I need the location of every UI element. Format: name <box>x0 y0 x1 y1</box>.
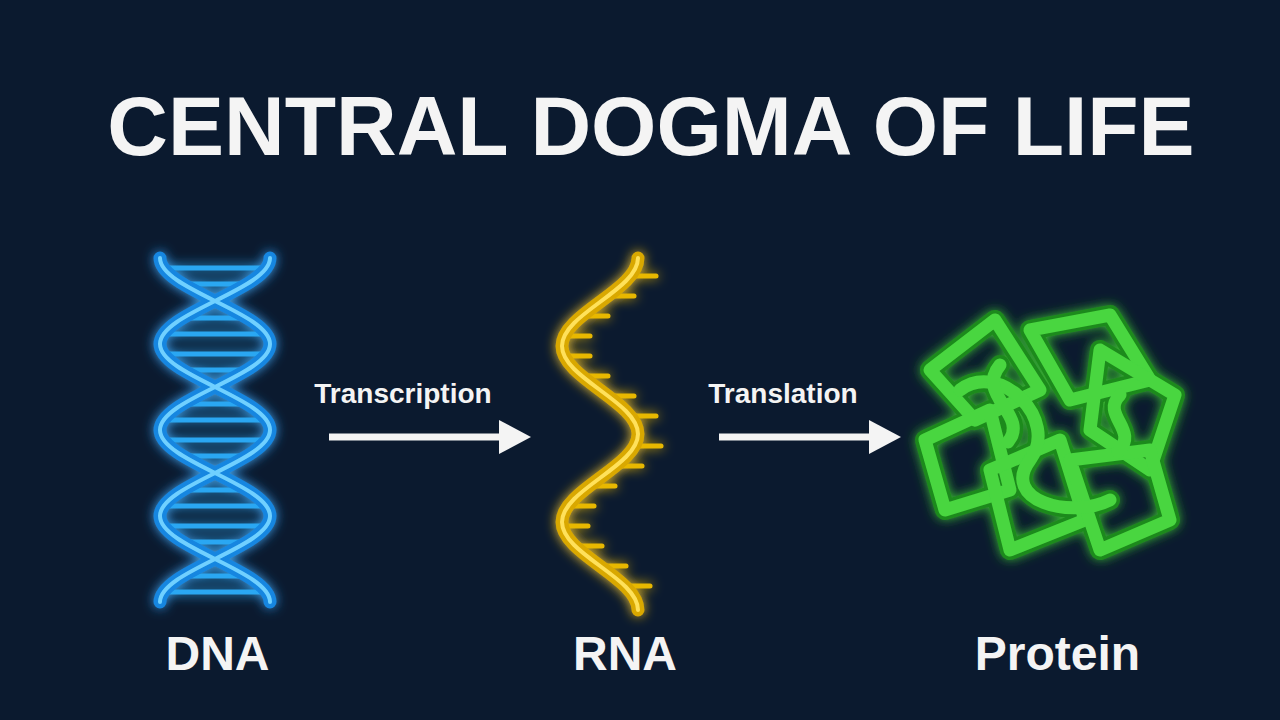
molecule-label: RNA <box>573 626 677 681</box>
dna-helix <box>160 258 270 602</box>
molecule-label: Protein <box>975 626 1140 681</box>
rna-strand <box>562 258 661 610</box>
process-label: Transcription <box>314 378 491 410</box>
process-label: Translation <box>708 378 857 410</box>
molecule-node: Protein <box>905 245 1210 690</box>
protein-fold <box>925 315 1175 550</box>
molecule-label: DNA <box>166 626 270 681</box>
molecule-node: RNA <box>535 245 715 690</box>
molecule-node: DNA <box>110 245 325 690</box>
process-arrow <box>329 434 507 441</box>
diagram-title: CENTRAL DOGMA OF LIFE <box>0 78 1280 175</box>
dna-strands <box>160 258 270 602</box>
process-arrow <box>719 434 877 441</box>
